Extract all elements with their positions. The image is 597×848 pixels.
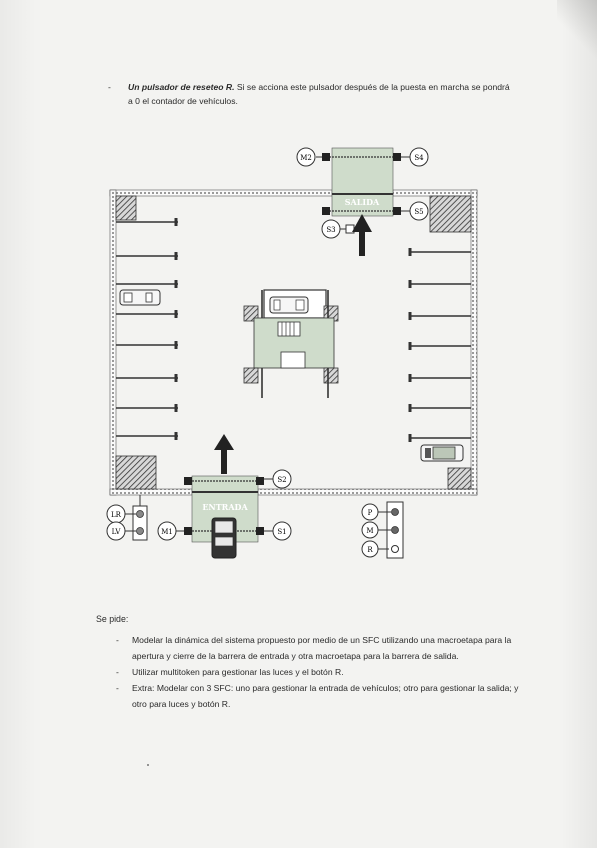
sensor-s4 [409, 147, 429, 167]
light-lr-label: LR [111, 511, 122, 519]
parked-car-left [119, 289, 161, 306]
requirements-heading: Se pide: [96, 614, 129, 624]
reset-button-bullet: - Un pulsador de reseteo R. Si se accion… [108, 80, 512, 108]
central-island [243, 289, 339, 398]
sensor-s1 [272, 521, 292, 541]
panel-m-lamp [391, 526, 399, 534]
requirement-item: - Modelar la dinámica del sistema propue… [112, 632, 522, 664]
parking-walls [109, 189, 478, 496]
entering-car [211, 517, 237, 559]
parking-diagram: SALIDA M2 S4 S5 S3 ENTRADA S2 [106, 147, 478, 559]
sensor-s5 [409, 201, 429, 221]
motor-m2-label: M2 [300, 154, 312, 162]
light-lr-lamp [136, 510, 144, 518]
right-stall-lines [410, 251, 471, 439]
sensor-s5-label: S5 [414, 208, 423, 216]
sensor-s3-label: S3 [326, 226, 335, 234]
panel-r [361, 540, 379, 558]
corner-block-bottom-right [447, 467, 472, 490]
requirements-list: - Modelar la dinámica del sistema propue… [112, 632, 522, 712]
control-panel [378, 501, 404, 559]
stray-dot [147, 764, 149, 766]
panel-m [361, 521, 379, 539]
requirement-dash: - [116, 635, 119, 645]
exit-barrier: SALIDA [322, 147, 401, 217]
light-lv-lamp [136, 527, 144, 535]
panel-m-label: M [366, 527, 373, 535]
corner-block-top-right [429, 195, 472, 233]
requirement-text: Utilizar multitoken para gestionar las l… [132, 667, 344, 677]
requirement-dash: - [116, 667, 119, 677]
requirement-item: - Utilizar multitoken para gestionar las… [112, 664, 522, 680]
sensor-s2 [272, 469, 292, 489]
requirement-item: - Extra: Modelar con 3 SFC: uno para ges… [112, 680, 522, 712]
sensor-s2-label: S2 [277, 476, 286, 484]
motor-m2 [296, 147, 316, 167]
reset-button-r [391, 545, 399, 553]
sensor-s4-label: S4 [414, 154, 424, 162]
light-lv-label: LV [112, 528, 122, 536]
entry-label: ENTRADA [202, 502, 248, 512]
motor-m1 [157, 521, 177, 541]
panel-p [361, 503, 379, 521]
requirement-text: Extra: Modelar con 3 SFC: uno para gesti… [132, 683, 519, 709]
corner-block-bottom-left [115, 455, 157, 490]
bullet-title: Un pulsador de reseteo R. [128, 82, 235, 92]
requirement-dash: - [116, 683, 119, 693]
page-corner-shadow [557, 0, 597, 60]
exit-label: SALIDA [345, 197, 380, 207]
traffic-light [124, 495, 148, 541]
bullet-body: Si se acciona este pulsador después de l… [128, 82, 510, 106]
bullet-text: Un pulsador de reseteo R. Si se acciona … [112, 80, 512, 108]
corner-block-top-left [115, 195, 137, 221]
panel-p-lamp [391, 508, 399, 516]
left-stall-lines [116, 221, 178, 437]
parked-car-right [420, 444, 464, 462]
bullet-dash: - [108, 82, 111, 92]
light-lv [106, 521, 126, 541]
entry-barrier: ENTRADA [184, 475, 264, 559]
panel-r-label: R [367, 546, 373, 554]
requirement-text: Modelar la dinámica del sistema propuest… [132, 635, 512, 661]
panel-p-label: P [368, 509, 373, 517]
sensor-s1-label: S1 [277, 528, 286, 536]
exit-arrow [352, 214, 372, 256]
motor-m1-label: M1 [161, 528, 173, 536]
entry-arrow [214, 434, 234, 474]
